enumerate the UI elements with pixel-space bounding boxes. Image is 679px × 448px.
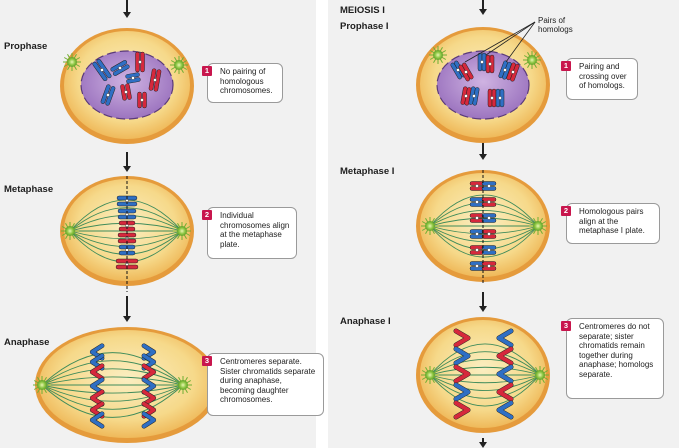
flow-arrow-prophase-to-metaphase <box>123 152 131 172</box>
callout-number-badge: 3 <box>202 356 212 366</box>
section-header-meiosis-i: MEIOSIS I <box>340 5 385 16</box>
duplicated-chromosome <box>469 245 485 255</box>
duplicated-chromosome <box>120 83 132 101</box>
cytoplasm <box>420 320 546 428</box>
stage-label-anaphase-i: Anaphase I <box>340 316 391 327</box>
duplicated-chromosome <box>148 68 162 92</box>
callout-metaphase-i: 2 Homologous pairs align at the metaphas… <box>561 203 660 244</box>
spindle-fibers <box>41 352 184 418</box>
cell-metaphase-i <box>416 170 550 284</box>
separating-chromatid <box>89 363 105 381</box>
homolog-moving-right <box>496 400 514 420</box>
duplicated-chromosome <box>481 229 497 239</box>
flow-arrow-metaphase-i-to-anaphase-i <box>479 292 487 312</box>
duplicated-chromosome <box>481 181 497 191</box>
cell-anaphase-i <box>416 317 550 433</box>
spindle-fibers <box>429 343 541 407</box>
centrosome <box>531 366 549 384</box>
duplicated-chromosome <box>506 62 520 82</box>
callout-metaphase: 2 Individual chromosomes align at the me… <box>202 207 297 259</box>
cytoplasm <box>39 330 215 438</box>
cell-prophase-i <box>416 27 550 143</box>
callout-number-badge: 3 <box>561 321 571 331</box>
duplicated-chromosome <box>487 88 497 108</box>
callout-anaphase-i: 3 Centromeres do not separate; sister ch… <box>561 318 664 399</box>
callout-anaphase: 3 Centromeres separate. Sister chromatid… <box>202 353 324 416</box>
callout-prophase-i: 1 Pairing and crossing over of homologs. <box>561 58 638 100</box>
homolog-moving-right <box>496 382 514 402</box>
homolog-moving-left <box>453 328 471 348</box>
callout-text: Individual chromosomes align at the meta… <box>220 211 290 249</box>
duplicated-chromosome <box>137 91 147 109</box>
stage-label-metaphase-i: Metaphase I <box>340 166 395 177</box>
cell-metaphase <box>60 176 194 292</box>
callout-text: No pairing of homologous chromosomes. <box>220 67 273 96</box>
homolog-moving-right <box>496 364 514 384</box>
duplicated-chromosome <box>100 84 116 106</box>
cells-layer <box>33 0 550 448</box>
homolog-moving-right <box>496 328 514 348</box>
pairs-of-homologs-annotation: Pairs of homologs <box>538 16 573 34</box>
centrosome <box>421 366 439 384</box>
duplicated-chromosome <box>468 86 480 106</box>
stage-label-prophase: Prophase <box>4 41 48 52</box>
duplicated-chromosome <box>92 58 112 82</box>
centrosome <box>63 53 81 71</box>
separating-chromatid <box>89 411 105 429</box>
duplicated-chromosome <box>135 51 145 73</box>
centrosome <box>170 56 188 74</box>
centrosome <box>421 217 439 235</box>
cell-anaphase <box>33 327 219 443</box>
duplicated-chromosome <box>125 72 141 84</box>
duplicated-chromosome <box>485 54 495 74</box>
callout-prophase: 1 No pairing of homologous chromosomes. <box>202 63 283 103</box>
homolog-moving-right <box>496 346 514 366</box>
callout-text: Pairing and crossing over of homologs. <box>579 62 627 91</box>
separating-chromatid <box>141 411 157 429</box>
duplicated-chromosome <box>460 86 472 106</box>
centrosome <box>173 222 191 240</box>
centrosome <box>33 376 51 394</box>
pairs-pointer-lines <box>464 21 536 63</box>
homolog-moving-left <box>453 364 471 384</box>
duplicated-chromosome <box>477 52 487 72</box>
homolog-moving-left <box>453 346 471 366</box>
callout-text: Homologous pairs align at the metaphase … <box>579 207 645 236</box>
flow-arrow-bottom-right <box>479 438 487 448</box>
panel-divider <box>316 0 328 448</box>
stage-label-metaphase: Metaphase <box>4 184 54 195</box>
centrosome <box>529 217 547 235</box>
stage-label-anaphase: Anaphase <box>4 337 50 348</box>
centrosome <box>523 51 541 69</box>
duplicated-chromosome <box>469 261 485 271</box>
duplicated-chromosome <box>495 88 505 108</box>
duplicated-chromosome <box>469 181 485 191</box>
separating-chromatid <box>141 363 157 381</box>
callout-number-badge: 1 <box>561 61 571 71</box>
duplicated-chromosome <box>481 261 497 271</box>
callout-number-badge: 2 <box>202 210 212 220</box>
centrosome <box>174 376 192 394</box>
homolog-moving-left <box>453 400 471 420</box>
duplicated-chromosome <box>110 60 130 76</box>
duplicated-chromosome <box>498 60 512 80</box>
duplicated-chromosome <box>481 245 497 255</box>
centrosome <box>429 46 447 64</box>
flow-arrow-top-left <box>123 0 131 18</box>
callout-number-badge: 1 <box>202 66 212 76</box>
stage-label-prophase-i: Prophase I <box>340 21 389 32</box>
flow-arrow-top-right <box>479 0 487 15</box>
flow-arrow-metaphase-to-anaphase <box>123 296 131 322</box>
callout-number-badge: 2 <box>561 206 571 216</box>
duplicated-chromosome <box>481 213 497 223</box>
homolog-moving-left <box>453 382 471 402</box>
callout-text: Centromeres separate. Sister chromatids … <box>220 357 316 405</box>
cell-prophase <box>60 28 194 144</box>
callout-text: Centromeres do not separate; sister chro… <box>579 322 654 379</box>
duplicated-chromosome <box>481 197 497 207</box>
centrosome <box>61 222 79 240</box>
duplicated-chromosome <box>458 62 474 82</box>
